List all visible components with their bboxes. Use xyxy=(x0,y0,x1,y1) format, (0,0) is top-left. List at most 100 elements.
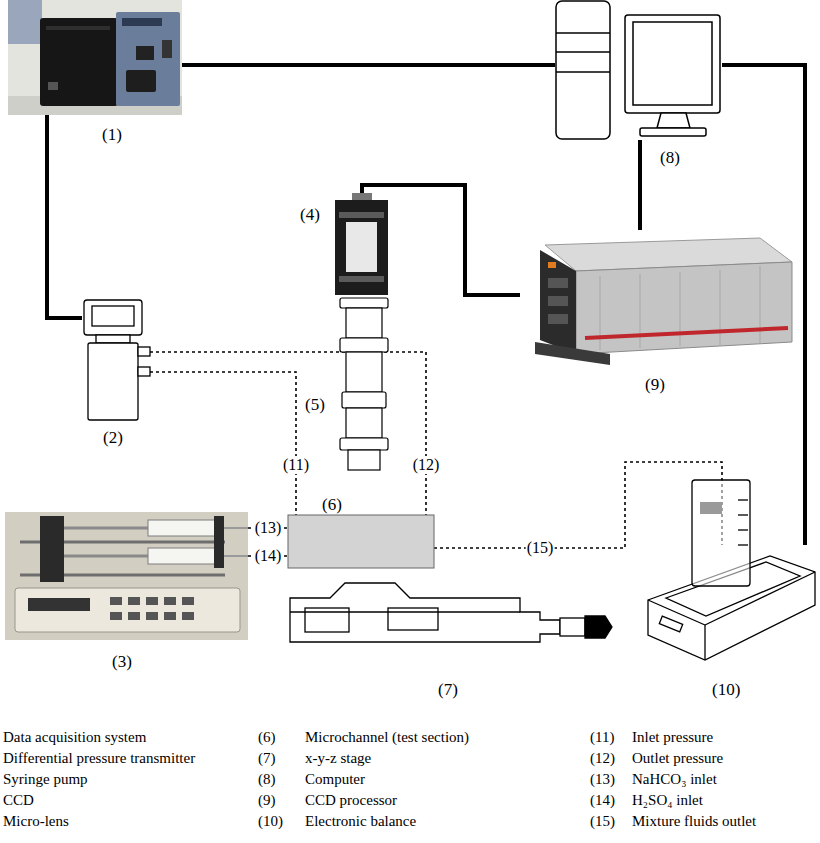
ccd-processor-photo-part xyxy=(548,296,568,306)
ccd-camera: (4) xyxy=(335,195,388,295)
microchannel: (6) xyxy=(288,515,434,568)
pressure-transmitter-part xyxy=(138,347,150,356)
microchannel-block xyxy=(288,515,434,568)
tube-line xyxy=(150,372,296,515)
computer-icon-part xyxy=(556,1,610,139)
key-number: (13) xyxy=(590,770,615,788)
pressure-transmitter-part xyxy=(138,367,150,376)
key-number: (10) xyxy=(258,812,283,830)
callout-number: (3) xyxy=(112,652,132,672)
syringe-pump-photo-part xyxy=(146,597,158,605)
key-text: CCD processor xyxy=(305,791,397,809)
callout-number: (1) xyxy=(102,125,122,145)
electronic-balance-part xyxy=(738,514,748,515)
micro-lens-part xyxy=(346,408,382,438)
cable-line xyxy=(47,115,82,318)
ccd-processor-photo-part xyxy=(576,262,792,354)
micro-lens-part xyxy=(342,392,386,408)
syringe-pump-photo-part xyxy=(146,612,158,620)
computer-icon-part xyxy=(640,128,706,136)
ccd-processor-photo-part xyxy=(535,342,610,365)
syringe-pump-photo-part xyxy=(64,555,150,558)
xyz-stage-part xyxy=(585,616,612,638)
daq-photo-part xyxy=(46,26,110,30)
key-text: Inlet pressure xyxy=(632,728,713,746)
ccd-processor-photo-part xyxy=(720,270,721,345)
computer-icon-part xyxy=(556,71,610,73)
daq-photo-part xyxy=(48,82,58,90)
cable-line xyxy=(638,140,642,230)
pressure-transmitter-part xyxy=(84,300,142,335)
key-number: (12) xyxy=(590,749,615,767)
computer: (8) xyxy=(555,0,722,140)
callout-number: (5) xyxy=(305,395,325,415)
key-text: CCD xyxy=(3,791,34,809)
key-text: Differential pressure transmitter xyxy=(3,749,195,767)
micro-lens xyxy=(340,298,388,470)
syringe-pump: (3) xyxy=(5,512,248,640)
ccd-camera-part xyxy=(339,212,384,218)
computer-icon xyxy=(556,1,720,139)
key-text: Outlet pressure xyxy=(632,749,723,767)
daq-photo-part xyxy=(122,18,162,26)
tube-line xyxy=(434,462,722,548)
micro-lens-part xyxy=(340,438,388,450)
ccd-processor-photo-part xyxy=(548,278,568,288)
edge-label: (11) xyxy=(282,456,310,474)
electronic-balance-part xyxy=(704,625,705,660)
key-text: Syringe pump xyxy=(3,770,88,788)
syringe-pump-photo-part xyxy=(148,520,220,536)
computer-icon-part xyxy=(633,22,712,105)
syringe-pump-photo-part xyxy=(148,548,220,564)
ccd-processor-photo-part xyxy=(548,314,568,324)
key-text: Electronic balance xyxy=(305,812,416,830)
syringe-pump-photo-part xyxy=(5,512,248,640)
key-text: Computer xyxy=(305,770,365,788)
pressure-transmitter: (2) xyxy=(82,300,150,420)
edge-label: (15) xyxy=(526,539,555,557)
ccd-processor-photo-part xyxy=(585,328,788,338)
micro-lens-part xyxy=(346,352,382,392)
syringe-pump-photo-part xyxy=(128,612,140,620)
ccd-camera-part xyxy=(335,200,388,295)
syringe-pump-photo-part xyxy=(40,516,64,582)
ccd-camera xyxy=(335,193,388,295)
electronic-balance-part xyxy=(700,502,722,514)
daq-photo-part xyxy=(8,0,42,44)
key-text: Mixture fluids outlet xyxy=(632,812,756,830)
syringe-pump-photo-part xyxy=(224,555,248,557)
ccd-processor-photo xyxy=(535,238,792,365)
syringe-pump-photo-part xyxy=(224,527,248,529)
syringe-pump-photo xyxy=(5,512,248,640)
daq-photo-part xyxy=(116,12,180,106)
electronic-balance-part xyxy=(692,480,750,586)
callout-number: (10) xyxy=(712,680,740,700)
callout-number: (2) xyxy=(103,428,123,448)
edge-label: (13) xyxy=(254,519,283,537)
key-number: (8) xyxy=(258,770,276,788)
syringe-pump-photo-part xyxy=(28,598,90,611)
microchannel-block-part xyxy=(288,515,434,568)
syringe-pump-photo-part xyxy=(110,597,122,605)
syringe-pump-photo-part xyxy=(15,588,240,632)
key-number: (7) xyxy=(258,749,276,767)
daq-photo xyxy=(8,0,182,115)
micro-lens-part xyxy=(340,338,388,352)
ccd-processor-photo-part xyxy=(540,250,576,354)
ccd-camera-part xyxy=(352,193,372,201)
xyz-stage-part xyxy=(560,618,585,636)
ccd-camera-part xyxy=(339,276,384,282)
pressure-transmitter-part xyxy=(96,335,130,343)
computer-icon-part xyxy=(657,113,690,128)
ccd-processor-photo-part xyxy=(760,266,761,343)
callout-number: (8) xyxy=(660,148,680,168)
key-text: Microchannel (test section) xyxy=(305,728,469,746)
callout-number: (6) xyxy=(322,495,342,515)
xyz-stage-part xyxy=(388,608,438,630)
cable-line xyxy=(182,63,555,67)
daq-photo-part xyxy=(162,40,172,58)
daq-unit: (1) xyxy=(8,0,182,115)
